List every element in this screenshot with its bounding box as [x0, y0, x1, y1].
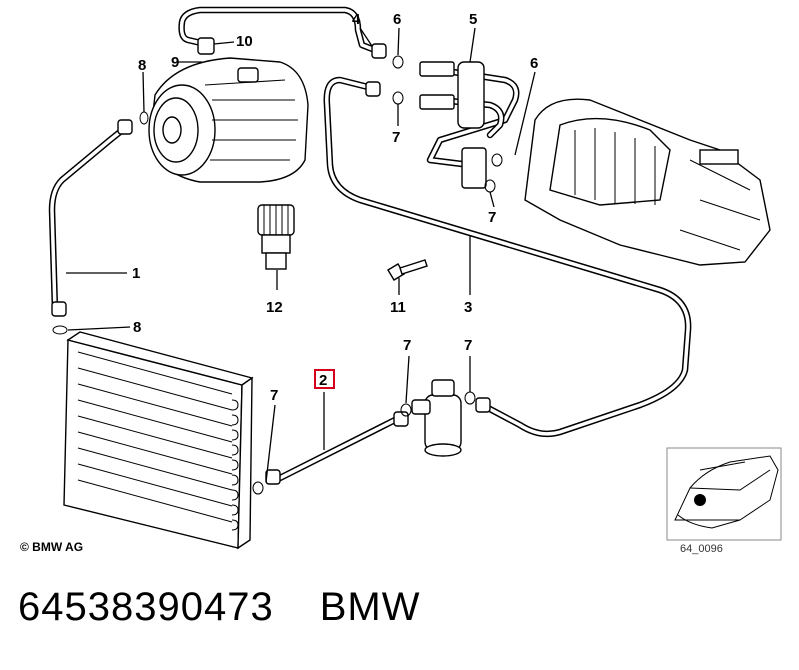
evaporator-pipes — [426, 66, 520, 169]
callout-labels: 4 6 5 10 9 8 6 7 7 1 12 11 3 8 7 7 7 2 — [132, 11, 538, 404]
pipe-3 — [323, 76, 692, 438]
callout-7-condenser: 7 — [270, 387, 278, 404]
part-number: 64538390473 — [18, 585, 274, 629]
receiver-drier — [411, 379, 462, 457]
pipe-1 — [48, 124, 129, 314]
callout-7-evap: 7 — [488, 209, 496, 226]
callout-3: 3 — [464, 299, 472, 316]
fittings — [51, 43, 503, 495]
callout-9: 9 — [171, 54, 179, 71]
bolt — [387, 259, 428, 281]
thumbnail-code: 64_0096 — [680, 543, 723, 555]
pipe-2 — [276, 416, 399, 482]
pipe-4 — [178, 6, 384, 56]
evaporator-housing — [524, 98, 771, 266]
pressure-switch — [257, 204, 295, 270]
callout-6-top: 6 — [393, 11, 401, 28]
callout-7-drier-right: 7 — [464, 337, 472, 354]
callout-7-drier-left: 7 — [403, 337, 411, 354]
callout-4: 4 — [352, 11, 361, 28]
ac-system-exploded-diagram: 4 6 5 10 9 8 6 7 7 1 12 11 3 8 7 7 7 2 — [48, 6, 782, 550]
callout-8-bottom: 8 — [133, 319, 141, 336]
callout-5: 5 — [469, 11, 477, 28]
callout-1: 1 — [132, 265, 140, 282]
car-locator-thumbnail — [666, 447, 782, 541]
compressor — [148, 37, 309, 183]
callout-8-top: 8 — [138, 57, 146, 74]
callout-2-highlight-box — [314, 369, 335, 389]
callout-12: 12 — [266, 299, 283, 316]
condenser — [63, 331, 254, 550]
part-caption: 64538390473 BMW — [18, 585, 420, 630]
brand-name: BMW — [319, 585, 421, 629]
expansion-valve — [419, 61, 487, 189]
callout-6-right: 6 — [530, 55, 538, 72]
location-dot — [694, 494, 706, 506]
callout-11: 11 — [390, 299, 406, 316]
copyright-notice: © BMW AG — [20, 540, 84, 554]
callout-10: 10 — [236, 33, 253, 50]
callout-7-valve: 7 — [392, 129, 400, 146]
callout-2: 2 — [319, 372, 327, 389]
leader-lines — [66, 27, 536, 483]
